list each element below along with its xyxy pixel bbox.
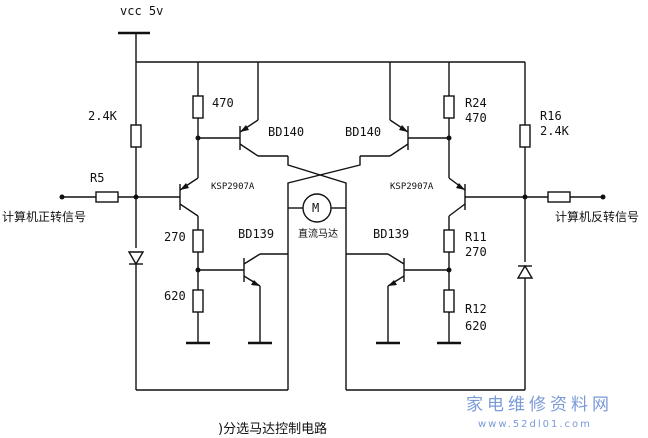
right-half	[345, 62, 606, 390]
left-bd139-collector-lead	[243, 253, 261, 265]
left-half	[59, 62, 289, 390]
left-resistor-270	[192, 229, 204, 253]
right-ksp-collector-lead	[448, 203, 466, 217]
resistor-r11	[443, 229, 455, 253]
motor-label: 直流马达	[298, 227, 338, 240]
motor-crossover	[287, 156, 361, 254]
left-ksp-label: KSP2907A	[211, 182, 255, 192]
right-r24-name: R24	[465, 96, 487, 110]
labels: vcc 5v 2.4K R5 计算机正转信号 470 KSP2907A 270 …	[2, 4, 639, 437]
right-r12-name: R12	[465, 302, 487, 316]
watermark-text: 家电维修资料网	[466, 395, 613, 415]
right-r12-value: 620	[465, 319, 487, 333]
right-ksp-arrow	[456, 183, 465, 190]
left-r-top-label: 2.4K	[88, 109, 118, 123]
right-diode	[516, 264, 534, 279]
cross-wire-left-to-right	[287, 156, 347, 254]
resistor-r12	[443, 289, 455, 313]
left-ksp-arrow	[180, 183, 189, 190]
resistor-r5	[95, 191, 119, 203]
right-bd140-collector-lead	[389, 143, 409, 157]
motor-symbol-label: M	[312, 201, 319, 215]
cross-wire-right-to-left	[287, 156, 361, 254]
watermark-url: www.52dl01.com	[478, 419, 592, 430]
left-bd140-label: BD140	[268, 125, 304, 139]
left-bd140-arrow	[240, 125, 249, 132]
power-rails	[118, 31, 525, 391]
right-r16-name: R16	[540, 109, 562, 123]
left-input-signal-label: 计算机正转信号	[2, 209, 86, 224]
right-r11-value: 270	[465, 245, 487, 259]
vcc-label: vcc 5v	[120, 4, 163, 18]
right-bd140-label: BD140	[345, 125, 381, 139]
left-r5-label: R5	[90, 171, 104, 185]
dc-motor-symbol	[302, 193, 332, 223]
left-270-label: 270	[164, 230, 186, 244]
left-resistor-2k4	[130, 124, 142, 148]
right-bd139-label: BD139	[373, 227, 409, 241]
right-bd140-arrow	[399, 125, 408, 132]
left-resistor-620	[192, 289, 204, 313]
right-bd139-collector-lead	[387, 253, 405, 265]
left-ksp-collector-lead	[179, 203, 199, 217]
resistor-r16	[519, 124, 531, 148]
left-bd139-arrow	[251, 280, 260, 286]
left-620-label: 620	[164, 289, 186, 303]
left-bd139-label: BD139	[238, 227, 274, 241]
right-r24-value: 470	[465, 111, 487, 125]
right-input-resistor	[547, 191, 571, 203]
resistor-r24	[443, 95, 455, 119]
right-r16-value: 2.4K	[540, 124, 570, 138]
left-470-label: 470	[212, 96, 234, 110]
right-r11-name: R11	[465, 230, 487, 244]
right-ksp-label: KSP2907A	[390, 182, 434, 192]
left-resistor-470	[192, 95, 204, 119]
left-bd140-collector-lead	[239, 143, 259, 157]
right-bd139-arrow	[388, 280, 397, 286]
diagram-title: )分选马达控制电路	[218, 421, 327, 437]
right-input-terminal	[600, 194, 606, 200]
left-diode	[127, 251, 145, 266]
right-input-signal-label: 计算机反转信号	[555, 209, 639, 224]
